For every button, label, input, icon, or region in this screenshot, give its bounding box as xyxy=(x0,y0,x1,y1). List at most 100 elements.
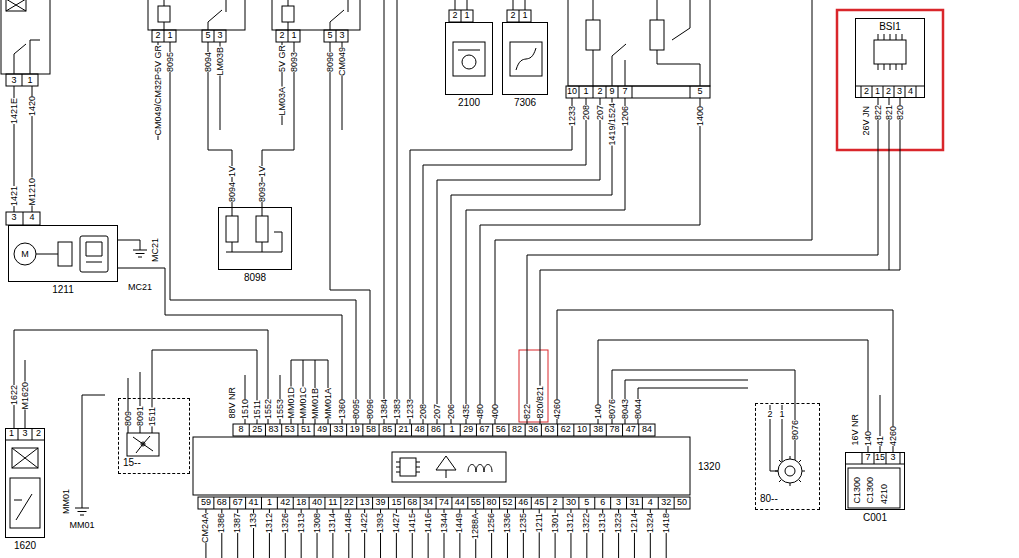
connector-label: 16V NR xyxy=(851,414,860,446)
pin-number: 1 xyxy=(267,498,272,507)
wire xyxy=(118,268,342,424)
part-number: C001 xyxy=(863,513,887,523)
gauge-unit: 1620 xyxy=(5,428,45,538)
pin-number: 18 xyxy=(296,498,306,507)
wire-number: CM049 xyxy=(338,47,347,76)
wire-number: 8094 xyxy=(228,182,237,202)
wire-number: CM24A xyxy=(201,513,210,543)
pin-number: 36 xyxy=(528,425,538,434)
wire-number: 8044 xyxy=(634,399,643,419)
wire-number: M1210 xyxy=(28,178,37,206)
wire xyxy=(540,98,900,424)
connector-code: C1300 xyxy=(853,477,862,504)
wire-number: 1421E xyxy=(10,98,19,124)
pin-number: 3 xyxy=(11,213,16,222)
pin-number: 2 xyxy=(155,31,160,40)
wire-number: LM03B xyxy=(216,47,225,76)
wire-number: 1312 xyxy=(265,513,274,533)
part-number: 2100 xyxy=(458,98,480,108)
pin-number: 1 xyxy=(167,31,172,40)
pin-number: 2 xyxy=(553,498,558,507)
pin-number: 68 xyxy=(407,498,417,507)
wire-number: 208 xyxy=(582,105,591,120)
pin-number: 32 xyxy=(661,498,671,507)
wire xyxy=(557,310,893,452)
wire-number: 1312 xyxy=(566,513,575,533)
wire-number: 1313 xyxy=(297,513,306,533)
wire-number: 1233 xyxy=(568,106,577,126)
pin-number: 1 xyxy=(583,87,588,96)
pin-number: 4 xyxy=(648,498,653,507)
pin-number: 10 xyxy=(567,87,577,96)
wire-number: 822 xyxy=(874,105,883,120)
switch-unit: 7306 xyxy=(502,22,548,95)
wire-number: 1314 xyxy=(328,513,337,533)
wire-number: 8096 xyxy=(326,52,335,72)
pin-number: 63 xyxy=(544,425,554,434)
wire-number: 1386 xyxy=(217,513,226,533)
pin-number: 1 xyxy=(522,11,527,20)
wire-number: 1336 xyxy=(503,513,512,533)
part-number: 1620 xyxy=(14,541,36,551)
pin-number: 34 xyxy=(423,498,433,507)
pin-number: 52 xyxy=(502,498,512,507)
connector-code: 4210 xyxy=(880,484,889,504)
pin-number: 49 xyxy=(317,425,327,434)
wire-number: 8043 xyxy=(621,399,630,419)
wire-number: 1235 xyxy=(519,513,528,533)
wire-number: 8094 xyxy=(204,52,213,72)
pin-number: 10 xyxy=(577,425,587,434)
pin-number: 2 xyxy=(886,87,891,96)
pin-number: 62 xyxy=(561,425,571,434)
pin-number: 3 xyxy=(897,87,902,96)
pin-number: 31 xyxy=(629,498,639,507)
wire xyxy=(612,370,795,424)
pin-number: 84 xyxy=(642,425,652,434)
wire-number: 1384 xyxy=(380,399,389,419)
wire-number: 41 xyxy=(876,436,885,446)
wire-number: LM03A xyxy=(278,87,287,116)
pin-number: 1 xyxy=(450,425,455,434)
pin-number: 74 xyxy=(439,498,449,507)
pin-number: 1 xyxy=(875,87,880,96)
pin-number: 2 xyxy=(597,87,602,96)
pin-number: 47 xyxy=(626,425,636,434)
wire-number: 1419/1524 xyxy=(608,103,617,146)
pin-number: 3 xyxy=(616,498,621,507)
pin-number: 5 xyxy=(697,87,702,96)
pin-number: 45 xyxy=(534,498,544,507)
wire-number: 1326 xyxy=(281,513,290,533)
pin-number: 58 xyxy=(366,425,376,434)
wire-number: 8095 xyxy=(166,52,175,72)
wire-number: 821 xyxy=(885,105,894,120)
pin-number: 1 xyxy=(291,31,296,40)
wire-number: 435 xyxy=(462,404,471,419)
sensor-unit: 8098 xyxy=(218,207,292,270)
pin-number: 86 xyxy=(431,425,441,434)
wire-number: 88V NR xyxy=(228,387,237,419)
part-number: 1211 xyxy=(52,285,74,295)
bsi-unit: BSI1 xyxy=(855,18,925,98)
pin-number: 59 xyxy=(201,498,211,507)
pin-number: 1 xyxy=(464,11,469,20)
wire xyxy=(598,340,868,452)
pin-number: 29 xyxy=(463,425,473,434)
wire-number: 400 xyxy=(491,404,500,419)
wire-number: 480 xyxy=(476,404,485,419)
wire-number: 1233 xyxy=(406,399,415,419)
pin-number: 30 xyxy=(566,498,576,507)
pin-number: 51 xyxy=(301,425,311,434)
ground-label: MC21 xyxy=(128,283,152,292)
wire-number: 1322 xyxy=(582,513,591,533)
wire-number: 1V xyxy=(258,166,267,177)
pin-number: 5 xyxy=(584,498,589,507)
pin-number: 1 xyxy=(9,429,14,438)
pin-number: 78 xyxy=(609,425,619,434)
pin-number: 3 xyxy=(217,31,222,40)
wire-number: 1420 xyxy=(28,96,37,116)
wire-number: 822 xyxy=(523,404,532,419)
wire-number: 8076 xyxy=(608,399,617,419)
wire-number: 8093 xyxy=(258,182,267,202)
